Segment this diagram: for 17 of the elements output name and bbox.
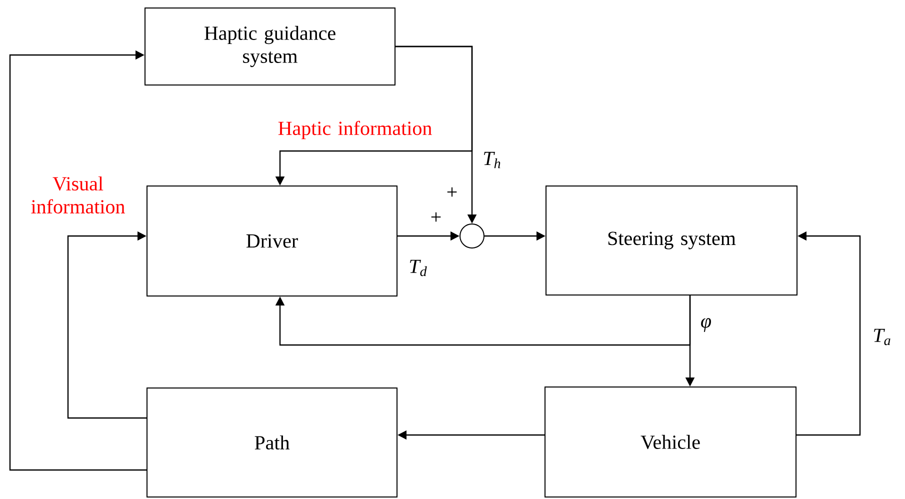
arrow <box>67 231 146 419</box>
block-box: Haptic guidance system <box>144 8 396 86</box>
block-box: Path <box>146 388 398 498</box>
sign-label: + <box>431 212 441 222</box>
edge-label: φ <box>701 318 711 332</box>
arrow <box>275 296 691 346</box>
block-box: Vehicle <box>544 386 796 498</box>
edge-label: T$_{a}$ <box>874 328 890 346</box>
edge-label: T$_{d}$ <box>410 260 427 276</box>
edge-label: T$_{h}$ <box>484 152 500 168</box>
edge-label: Haptic information <box>278 120 432 140</box>
block-box: Steering system <box>546 186 798 296</box>
edge-label: Visual information <box>31 176 125 214</box>
summing-junction <box>460 224 484 248</box>
sign-label: + <box>447 187 457 197</box>
block-box: Driver <box>146 186 398 296</box>
arrow <box>9 50 146 471</box>
